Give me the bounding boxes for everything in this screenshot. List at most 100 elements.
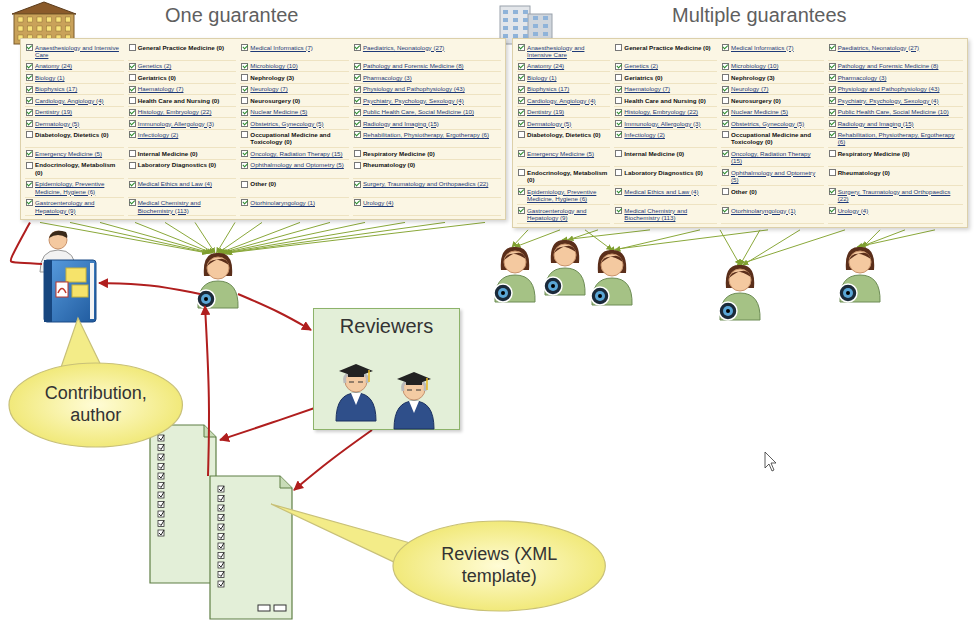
subject-name: Other (0) (250, 180, 276, 187)
art-shape (66, 17, 71, 22)
art-shape (219, 581, 224, 586)
art-shape (56, 282, 68, 297)
art-shape (543, 24, 548, 28)
checkbox (829, 188, 836, 195)
subject-name: Dentistry (19) (527, 108, 564, 115)
checkbox (26, 44, 33, 51)
author-icon (40, 231, 96, 322)
table-cell: Obstetrics, Gynecology (5) (721, 118, 824, 129)
art-shape (723, 306, 733, 316)
subject-name: Anatomy (24) (527, 62, 564, 69)
art-shape (158, 473, 164, 479)
art-shape (840, 275, 880, 302)
table-cell: Neurology (7) (240, 84, 349, 95)
table-cell: Anaesthesiology and Intensive Care (25, 42, 124, 61)
checkbox (129, 150, 136, 157)
art-shape (218, 505, 224, 511)
art-shape (218, 553, 224, 559)
table-cell: Obstetrics, Gynecology (5) (240, 118, 349, 129)
table-cell: Paediatrics, Neonatology (27) (353, 42, 501, 61)
assignment-arrow (562, 230, 650, 240)
subject-name: Paediatrics, Neonatology (27) (838, 44, 920, 51)
checkbox (241, 162, 248, 169)
art-shape (47, 17, 52, 22)
reviewers-box: Reviewers (313, 308, 460, 430)
checkbox (241, 44, 248, 51)
art-shape (849, 251, 871, 273)
art-shape (66, 268, 86, 282)
subject-name: Radiology and Imaging (15) (363, 120, 439, 127)
subject-name: Paediatrics, Neonatology (27) (363, 44, 445, 51)
reviewer-icon (336, 364, 376, 421)
checkbox (26, 120, 33, 127)
checkbox (518, 63, 525, 70)
table-cell: Public Health Care, Social Medicine (10) (353, 107, 501, 118)
table-cell: Epidemiology, Preventive Medicine, Hygie… (517, 186, 610, 205)
assignment-arrow (857, 230, 935, 247)
assignment-arrow (585, 230, 612, 250)
checkbox (829, 207, 836, 214)
editor-icon (591, 250, 632, 305)
art-shape (158, 483, 164, 489)
subject-name: Surgery, Traumatology and Orthopaedics (… (363, 180, 488, 187)
art-shape (339, 364, 373, 377)
callout-ellipse (9, 363, 182, 447)
table-cell: Biology (1) (517, 72, 610, 83)
subject-name: General Practice Medicine (0) (138, 44, 224, 51)
art-shape (158, 530, 164, 536)
checkbox (354, 63, 361, 70)
checkbox (829, 44, 836, 51)
art-shape (726, 309, 730, 313)
art-shape (846, 291, 850, 295)
art-shape (403, 378, 425, 400)
subject-name: Biophysics (17) (35, 85, 77, 92)
art-shape (351, 393, 361, 405)
subject-name: Health Care and Nursing (0) (624, 97, 705, 104)
table-cell: Rheumatology (0) (828, 167, 963, 186)
art-shape (159, 435, 164, 440)
art-shape (207, 257, 229, 279)
assignment-arrow (224, 222, 405, 253)
subject-name: Obstetrics, Gynecology (5) (250, 120, 323, 127)
workflow-arrow (294, 430, 372, 490)
table-cell: Laboratory Diagnostics (0) (128, 160, 237, 179)
subject-name: Psychiatry, Psychology, Sexology (4) (838, 97, 939, 104)
subject-name: Surgery, Traumatology and Orthopaedics (… (838, 188, 962, 203)
art-shape (513, 10, 518, 14)
assignment-arrow (70, 222, 209, 253)
subject-name: Rehabilitation, Physiotherapy, Ergothera… (363, 131, 489, 138)
table-cell: Medical Informatics (7) (721, 42, 824, 61)
subject-name: Cardiology, Angiology (4) (527, 97, 596, 104)
checkbox (518, 86, 525, 93)
review-document (150, 425, 216, 583)
editor-icon (839, 247, 880, 302)
art-shape (158, 435, 164, 441)
checkbox (722, 97, 729, 104)
table-cell: Physiology and Pathophysiology (43) (828, 84, 963, 95)
table-cell: Dermatology (5) (517, 118, 610, 129)
callout-text: Contribution, author (35, 383, 157, 426)
art-shape (258, 605, 270, 611)
art-shape (551, 284, 555, 288)
art-shape (218, 581, 224, 587)
checkbox (518, 169, 525, 176)
art-shape (843, 288, 853, 298)
subject-name: Laboratory Diagnostics (0) (624, 169, 702, 176)
checkbox (241, 86, 248, 93)
art-shape (368, 370, 370, 382)
checkbox (129, 74, 136, 81)
table-cell: Geriatrics (0) (614, 72, 717, 83)
checkbox (518, 207, 525, 214)
checkbox (615, 86, 622, 93)
subject-name: General Practice Medicine (0) (624, 44, 710, 51)
assignment-arrow (195, 222, 215, 253)
art-shape (158, 521, 164, 527)
assignment-arrow (135, 222, 212, 253)
table-cell: Dentistry (19) (25, 107, 124, 118)
art-shape (49, 231, 67, 238)
table-cell: Oncology, Radiation Therapy (15) (240, 148, 349, 159)
checkbox (722, 150, 729, 157)
table-cell: Urology (4) (828, 205, 963, 224)
workflow-arrow (11, 222, 42, 264)
table-cell: Radiology and Imaging (15) (828, 118, 963, 129)
